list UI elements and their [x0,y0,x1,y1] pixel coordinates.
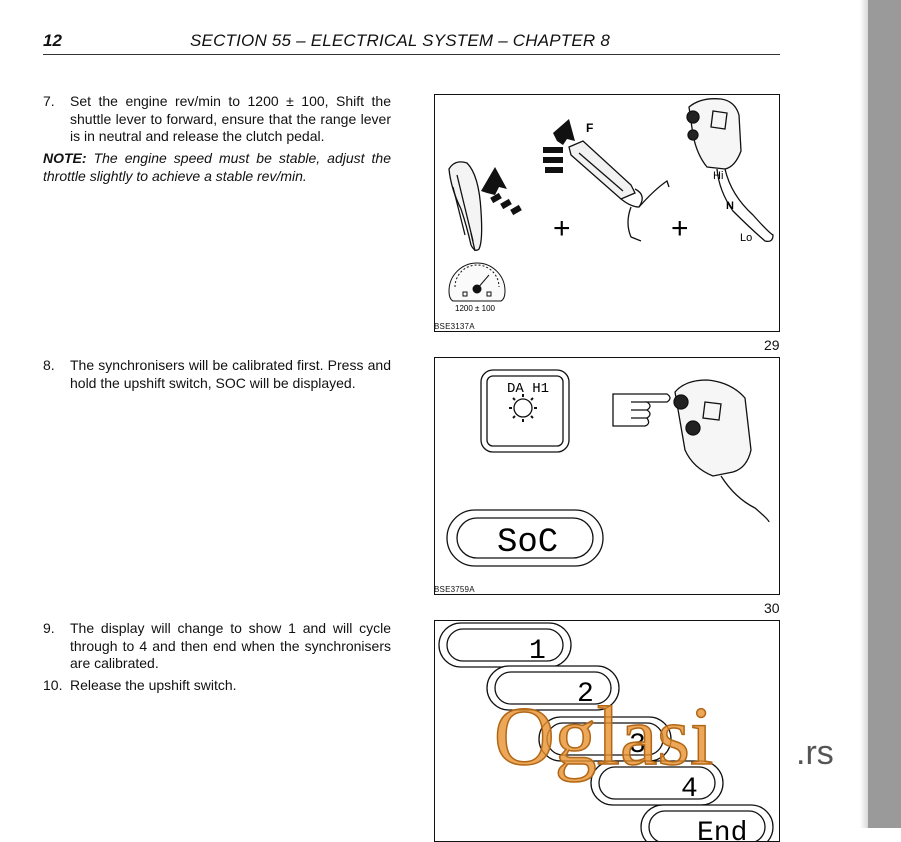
hi-label: Hi [713,170,723,182]
figure-30: DA H1 SoC [434,357,780,595]
section-title: SECTION 55 – ELECTRICAL SYSTEM – CHAPTER… [190,31,610,50]
joystick-illustration [673,379,770,523]
range-lever-illustration [686,98,774,243]
display-digit: End [697,818,747,841]
step-7: 7. Set the engine rev/min to 1200 ± 100,… [43,93,391,146]
lo-label: Lo [740,232,752,244]
figure-29: F + + Hi N Lo 1200 ± 100 [434,94,780,332]
step-text: Set the engine rev/min to 1200 ± 100, Sh… [70,93,391,144]
motion-arrow-icon [481,167,522,216]
page-number: 12 [43,31,62,50]
step-number: 8. [43,357,55,373]
forward-lever-illustration [568,140,670,242]
display-value: SoC [497,524,558,562]
step-9: 9. The display will change to show 1 and… [43,620,391,673]
note: NOTE: The engine speed must be stable, a… [43,150,391,185]
forward-arrow-icon [543,119,575,173]
step-text: Release the upshift switch. [70,677,237,693]
watermark-logo: Oglasi .rs [494,689,834,784]
figure-31: 1 2 3 4 End [434,620,780,842]
page-shadow [860,0,868,828]
display-step-3 [538,716,672,762]
shuttle-lever-illustration [448,161,483,252]
step-number: 9. [43,620,55,636]
note-label: NOTE: [43,150,87,166]
scan-edge [868,0,901,828]
step-number: 7. [43,93,55,109]
display-digit: 4 [681,774,698,805]
display-step-2 [486,665,620,711]
figure-number: 30 [764,600,780,616]
watermark-suffix: .rs [796,734,834,772]
display-step-1 [438,622,572,668]
display-digit: 3 [629,730,646,761]
figure-code: BSE3759A [434,585,475,594]
control-screen [480,369,570,453]
plus-sign: + [671,212,689,245]
display-step-4 [590,760,724,806]
display-panel [446,509,604,567]
forward-label: F [586,121,593,135]
note-text: The engine speed must be stable, adjust … [43,150,391,184]
step-number: 10. [43,677,63,693]
gear-icon [509,394,537,422]
watermark-brand: Oglasi [494,690,713,783]
neutral-label: N [726,200,734,212]
screen-text: DA H1 [507,381,549,397]
figure-number: 29 [764,337,780,353]
plus-sign: + [553,212,571,245]
step-10: 10. Release the upshift switch. [43,677,391,695]
tachometer-icon [448,262,506,302]
rpm-label: 1200 ± 100 [455,304,496,313]
display-digit: 2 [577,679,594,710]
figure-code: BSE3137A [434,322,475,331]
step-text: The synchronisers will be calibrated fir… [70,357,391,391]
header-rule [43,54,780,55]
step-text: The display will change to show 1 and wi… [70,620,391,671]
display-digit: 1 [529,636,546,667]
pointing-hand-illustration [612,393,671,427]
step-8: 8. The synchronisers will be calibrated … [43,357,391,392]
